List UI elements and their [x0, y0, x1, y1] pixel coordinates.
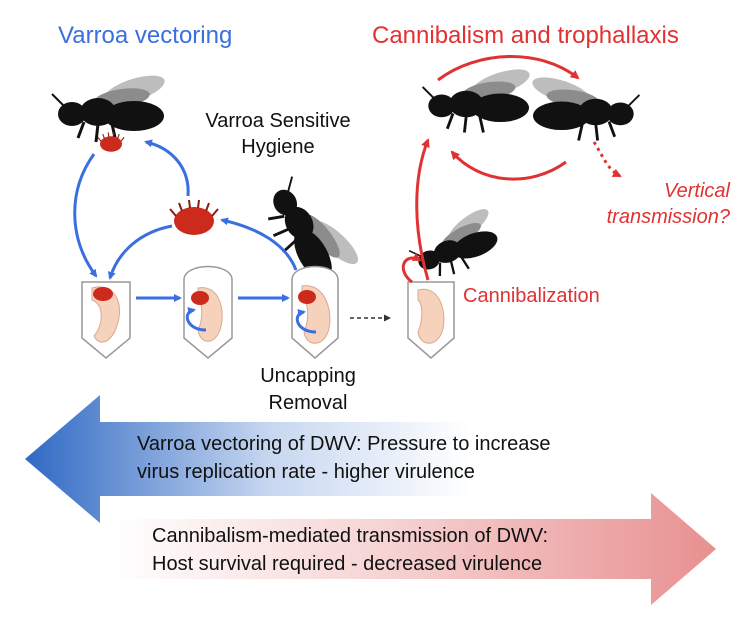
- varroa-mite-icon: [169, 199, 219, 236]
- red-cycle-arrows: [401, 55, 622, 284]
- right-gradient-arrow: [110, 493, 716, 605]
- varroa-vectoring-title: Varroa vectoring: [58, 22, 233, 49]
- cannibalism-trophallaxis-title: Cannibalism and trophallaxis: [372, 22, 679, 49]
- bee-icon: [50, 68, 170, 144]
- varroa-mite-icon: [97, 131, 125, 153]
- right-arrow-text: Cannibalism-mediated transmission of DWV…: [152, 522, 652, 578]
- bee-icon: [527, 70, 641, 142]
- vsh-label-line1: Varroa Sensitive: [205, 110, 351, 132]
- left-arrow-line2: virus replication rate - higher virulenc…: [137, 461, 475, 483]
- right-arrow-line2: Host survival required - decreased virul…: [152, 553, 543, 575]
- left-arrow-line1: Varroa vectoring of DWV: Pressure to inc…: [137, 433, 551, 455]
- blue-cycle-arrows: [73, 139, 298, 302]
- vertical-label-line2: transmission?: [606, 206, 730, 228]
- pupa-cell-icon: [183, 265, 233, 359]
- cannibalization-cell-icon: [407, 281, 455, 359]
- vsh-label: Varroa Sensitive Hygiene: [198, 108, 358, 160]
- removal-label: Removal: [268, 392, 348, 414]
- vsh-label-line2: Hygiene: [241, 136, 315, 158]
- bee-icon: [421, 62, 535, 134]
- left-gradient-arrow: [25, 395, 470, 523]
- right-arrow-line1: Cannibalism-mediated transmission of DWV…: [152, 525, 549, 547]
- uncapping-removal-label: Uncapping Removal: [248, 363, 368, 417]
- uncapping-label: Uncapping: [260, 365, 356, 387]
- cannibalization-label: Cannibalization: [463, 285, 600, 307]
- left-arrow-text: Varroa vectoring of DWV: Pressure to inc…: [137, 430, 607, 486]
- vertical-transmission-label: Vertical transmission?: [560, 178, 730, 230]
- larva-cell-icon: [81, 281, 131, 359]
- vertical-label-line1: Vertical: [664, 180, 730, 202]
- pupa-cell-icon: [291, 265, 339, 359]
